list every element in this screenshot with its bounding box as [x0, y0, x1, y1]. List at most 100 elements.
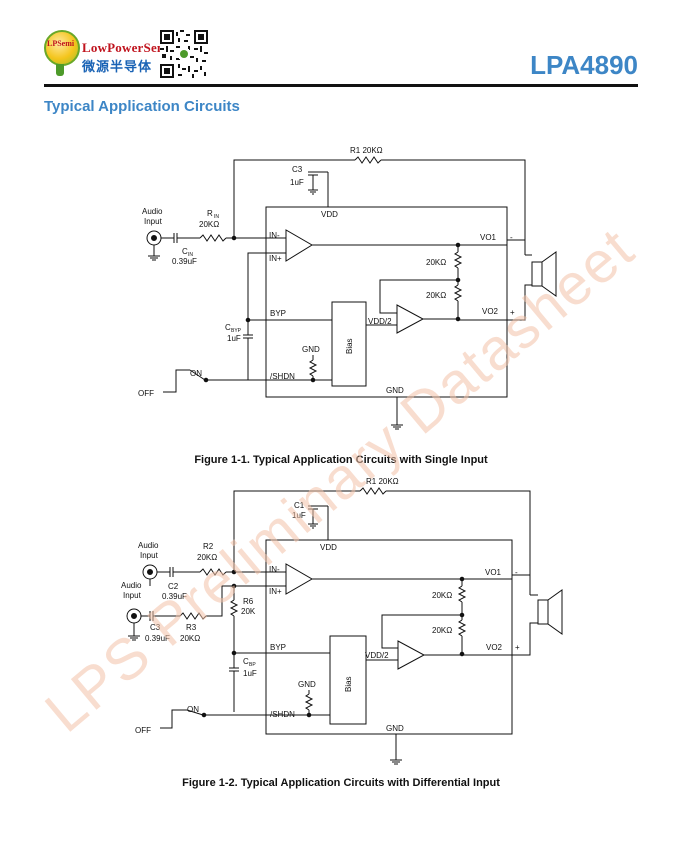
- label-minus: -: [515, 568, 518, 577]
- resistor-bias-gnd: [304, 693, 314, 711]
- label-in-plus: IN+: [269, 587, 282, 596]
- bias-block: [331, 301, 367, 387]
- label-vdd2: VDD/2: [368, 317, 392, 326]
- label-off: OFF: [135, 726, 151, 735]
- qr-code-icon: [160, 30, 208, 78]
- label-vo2: VO2: [482, 307, 499, 316]
- resistor-feedback-2: [453, 284, 463, 302]
- resistor-rin: [199, 234, 227, 242]
- resistor-feedback-1: [453, 251, 463, 269]
- label-audio-b-1: Audio: [121, 581, 142, 590]
- label-shdn: /SHDN: [270, 372, 295, 381]
- label-gnd: GND: [386, 386, 404, 395]
- label-bias: Bias: [345, 338, 354, 354]
- circuit-diagram-differential-input: R1 20KΩ C1 1uF VDD Audio Input Audio Inp…: [121, 477, 563, 765]
- header-rule: [44, 84, 638, 87]
- label-audio-1: Audio: [142, 207, 163, 216]
- label-cbp-name: C: [243, 657, 249, 666]
- label-r6-value: 20K: [241, 607, 256, 616]
- label-rin-name: R: [207, 209, 213, 218]
- label-r1: R1 20KΩ: [350, 146, 383, 155]
- label-vo1: VO1: [485, 568, 502, 577]
- amplifier-2: [397, 640, 426, 670]
- resistor-r3: [179, 612, 207, 620]
- label-cbp-sub: BP: [249, 662, 256, 668]
- label-off: OFF: [138, 389, 154, 398]
- feedback-wire: [233, 159, 355, 238]
- label-cbyp-name: C: [225, 323, 231, 332]
- label-c2-value: 0.39uF: [162, 592, 187, 601]
- label-plus: +: [515, 643, 520, 652]
- label-vdd2: VDD/2: [365, 651, 389, 660]
- label-gnd-bias: GND: [302, 345, 320, 354]
- label-cbyp-value: 1uF: [227, 334, 241, 343]
- resistor-bias-gnd: [308, 359, 318, 377]
- label-r6-name: R6: [243, 597, 254, 606]
- label-rfb2: 20KΩ: [432, 626, 452, 635]
- label-in-minus: IN-: [269, 231, 280, 240]
- label-c3-name: C3: [292, 165, 303, 174]
- shutdown-switch: [186, 709, 204, 716]
- label-c1-value: 1uF: [292, 511, 306, 520]
- label-rin-value: 20KΩ: [199, 220, 219, 229]
- figure-1-caption: Figure 1-1. Typical Application Circuits…: [194, 454, 488, 466]
- label-r3-value: 20KΩ: [180, 634, 200, 643]
- resistor-feedback-2: [457, 619, 467, 637]
- label-gnd-bias: GND: [298, 680, 316, 689]
- amplifier-1: [285, 563, 314, 595]
- label-audio-a-1: Audio: [138, 541, 159, 550]
- amplifier-2: [396, 304, 425, 334]
- part-number: LPA4890: [530, 50, 638, 80]
- speaker-icon: [537, 599, 549, 625]
- resistor-feedback-1: [457, 585, 467, 603]
- label-r1: R1 20KΩ: [366, 477, 399, 486]
- label-cin-value: 0.39uF: [172, 257, 197, 266]
- logo-stem: [56, 64, 64, 76]
- label-vo1: VO1: [480, 233, 497, 242]
- label-c3-value: 1uF: [290, 178, 304, 187]
- label-in-plus: IN+: [269, 254, 282, 263]
- label-cbyp-sub: BYP: [231, 328, 242, 334]
- label-rfb1: 20KΩ: [432, 591, 452, 600]
- resistor-r1: [359, 487, 387, 495]
- figure-2-caption: Figure 1-2. Typical Application Circuits…: [182, 777, 500, 789]
- label-on: ON: [187, 705, 199, 714]
- label-audio-2: Input: [144, 217, 163, 226]
- label-r2-value: 20KΩ: [197, 553, 217, 562]
- label-vdd: VDD: [321, 210, 338, 219]
- label-in-minus: IN-: [269, 565, 280, 574]
- label-audio-b-2: Input: [123, 591, 142, 600]
- resistor-r6: [229, 599, 239, 617]
- logo-badge-text: LPSemi: [47, 39, 75, 48]
- label-c3-value: 0.39uF: [145, 634, 170, 643]
- shutdown-switch: [189, 369, 206, 381]
- amplifier-ic-box: [265, 206, 508, 398]
- label-shdn: /SHDN: [270, 710, 295, 719]
- resistor-r1: [354, 156, 382, 164]
- page-header: LPSemi LowPowerSemi 微源半导体 LPA4890: [0, 0, 682, 90]
- label-rfb2: 20KΩ: [426, 291, 446, 300]
- amplifier-1: [285, 229, 313, 262]
- label-bias: Bias: [344, 676, 353, 692]
- label-cin-sub: IN: [188, 252, 193, 258]
- label-c2-name: C2: [168, 582, 179, 591]
- circuit-diagram-single-input: R1 20KΩ C3 1uF VDD Audio Input R IN 20KΩ…: [138, 146, 557, 430]
- bias-block: [329, 635, 367, 725]
- label-byp: BYP: [270, 309, 286, 318]
- label-byp: BYP: [270, 643, 286, 652]
- label-cin-name: C: [182, 247, 188, 256]
- feedback-wire: [233, 490, 360, 572]
- label-r3-name: R3: [186, 623, 197, 632]
- label-c3-name: C3: [150, 623, 161, 632]
- label-plus: +: [510, 308, 515, 317]
- label-gnd: GND: [386, 724, 404, 733]
- company-logo: [44, 30, 80, 66]
- label-rfb1: 20KΩ: [426, 258, 446, 267]
- brand-name-cn: 微源半导体: [82, 59, 153, 74]
- label-cbp-value: 1uF: [243, 669, 257, 678]
- label-c1-name: C1: [294, 501, 305, 510]
- label-minus: -: [510, 233, 513, 242]
- label-r2-name: R2: [203, 542, 214, 551]
- resistor-r2: [199, 568, 227, 576]
- label-vo2: VO2: [486, 643, 503, 652]
